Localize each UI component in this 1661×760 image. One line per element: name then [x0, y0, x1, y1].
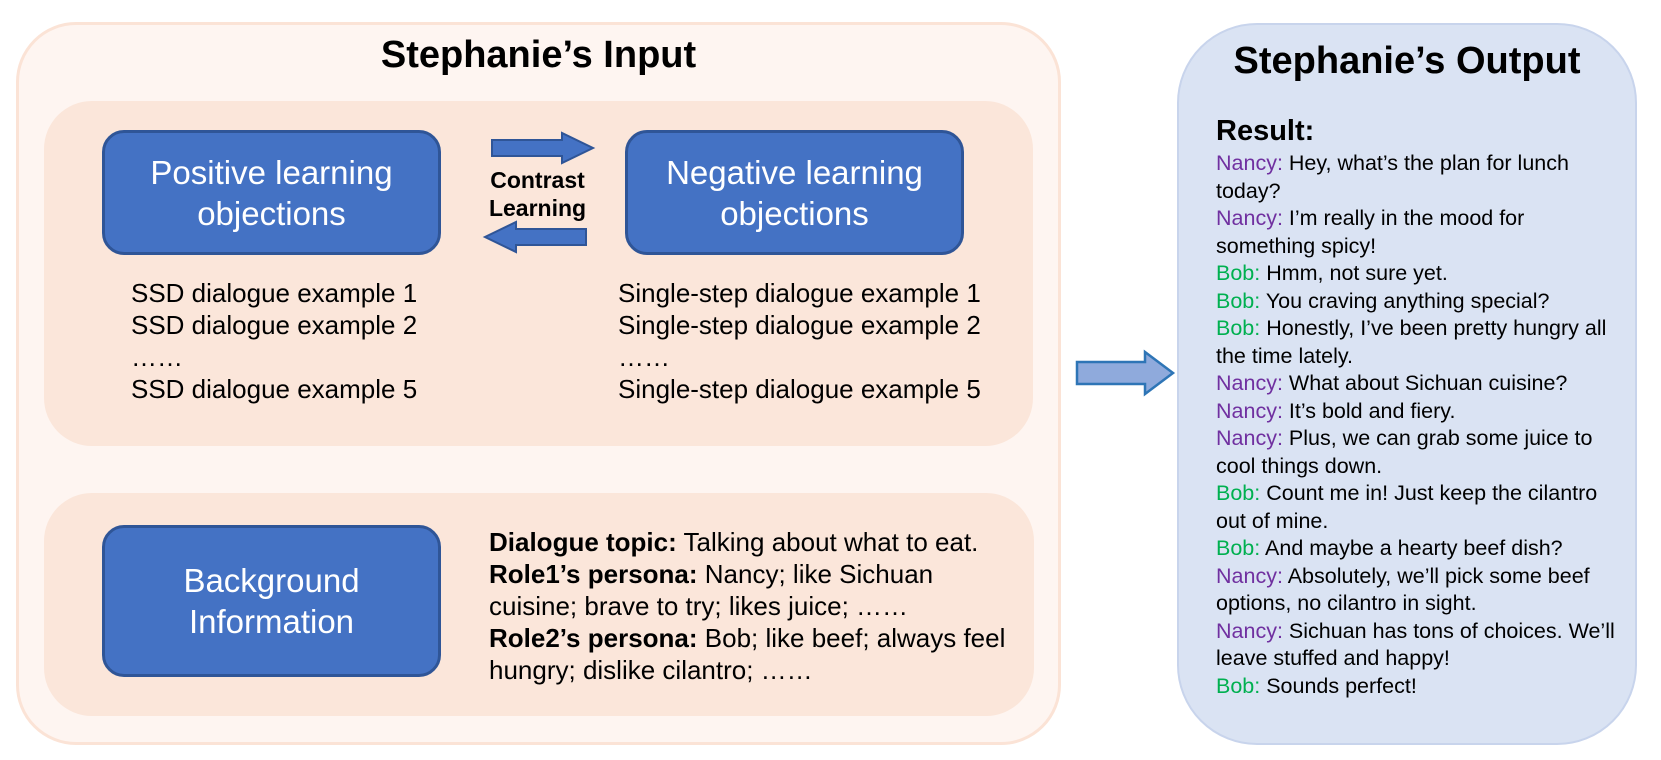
background-box-line1: Background [183, 562, 360, 599]
utterance-text: Sounds perfect! [1260, 673, 1417, 698]
right-arrow-icon [491, 131, 596, 165]
list-item: …… [131, 342, 183, 372]
speaker-label: Nancy: [1216, 151, 1283, 175]
role2-persona-label: Role2’s persona: [489, 623, 698, 653]
background-info-text: Dialogue topic: Talking about what to ea… [489, 526, 1009, 686]
speaker-label: Bob: [1216, 261, 1261, 285]
utterance-text: Hey, what’s the plan for lunch today? [1216, 151, 1569, 203]
role2-persona-value: Bob; like beef; always feel hungry; disl… [489, 623, 1006, 685]
speaker-label: Bob: [1216, 536, 1261, 560]
dialogue-topic-value: Talking about what to eat. [676, 527, 979, 557]
speaker-label: Bob: [1216, 288, 1261, 313]
speaker-label: Nancy: [1216, 398, 1283, 423]
result-label: Result: [1216, 115, 1315, 147]
utterance-text: Hmm, not sure yet. [1260, 261, 1448, 285]
list-item: SSD dialogue example 2 [131, 310, 418, 340]
speaker-label: Bob: [1216, 673, 1261, 698]
list-item: …… [618, 342, 670, 372]
positive-examples-list: SSD dialogue example 1 SSD dialogue exam… [131, 277, 417, 405]
negative-box-line1: Negative learning [666, 153, 923, 191]
list-item: SSD dialogue example 5 [131, 374, 418, 404]
generated-dialogue: Nancy: Hey, what’s the plan for lunch to… [1216, 150, 1616, 700]
dialogue-line: Bob: Sounds perfect! [1216, 673, 1616, 701]
positive-box-line2: objections [197, 194, 346, 232]
background-information-box: Background Information [102, 525, 441, 677]
dialogue-line: Bob: Hmm, not sure yet. [1216, 260, 1616, 288]
utterance-text: Count me in! Just keep the cilantro out … [1216, 481, 1598, 533]
utterance-text: And maybe a hearty beef dish? [1260, 536, 1563, 560]
contrast-label-line1: Contrast [490, 167, 585, 193]
dialogue-topic: Dialogue topic: Talking about what to ea… [489, 526, 1009, 558]
list-item: Single-step dialogue example 5 [618, 374, 981, 404]
dialogue-line: Bob: You craving anything special? [1216, 288, 1616, 316]
speaker-label: Nancy: [1216, 426, 1283, 450]
speaker-label: Bob: [1216, 316, 1261, 340]
dialogue-line: Nancy: Hey, what’s the plan for lunch to… [1216, 150, 1616, 205]
input-panel-title: Stephanie’s Input [380, 34, 697, 76]
role1-persona-value: Nancy; like Sichuan cuisine; brave to tr… [489, 559, 934, 621]
utterance-text: It’s bold and fiery. [1282, 398, 1456, 423]
output-panel [1177, 23, 1637, 745]
role1-persona-label: Role1’s persona: [489, 559, 698, 589]
contrast-learning-label: Contrast Learning [470, 166, 605, 222]
positive-learning-box: Positive learning objections [102, 130, 441, 255]
dialogue-line: Bob: Honestly, I’ve been pretty hungry a… [1216, 315, 1616, 370]
list-item: Single-step dialogue example 1 [618, 278, 981, 308]
speaker-label: Nancy: [1216, 206, 1283, 230]
speaker-label: Bob: [1216, 481, 1261, 505]
left-arrow-icon [482, 220, 587, 254]
contrast-label-line2: Learning [488, 195, 587, 221]
speaker-label: Nancy: [1216, 618, 1283, 643]
dialogue-line: Bob: And maybe a hearty beef dish? [1216, 535, 1616, 563]
speaker-label: Nancy: [1216, 563, 1283, 588]
dialogue-line: Nancy: It’s bold and fiery. [1216, 398, 1616, 426]
dialogue-line: Nancy: Absolutely, we’ll pick some beef … [1216, 563, 1616, 618]
utterance-text: I’m really in the mood for something spi… [1216, 206, 1525, 258]
utterance-text: Absolutely, we’ll pick some beef options… [1216, 563, 1590, 616]
dialogue-line: Nancy: I’m really in the mood for someth… [1216, 205, 1616, 260]
dialogue-line: Nancy: Plus, we can grab some juice to c… [1216, 425, 1616, 480]
utterance-text: What about Sichuan cuisine? [1282, 371, 1568, 395]
negative-box-line2: objections [720, 194, 869, 232]
utterance-text: You craving anything special? [1260, 288, 1550, 313]
negative-learning-box: Negative learning objections [625, 130, 964, 255]
dialogue-line: Nancy: What about Sichuan cuisine? [1216, 370, 1616, 398]
dialogue-line: Nancy: Sichuan has tons of choices. We’l… [1216, 618, 1616, 673]
utterance-text: Honestly, I’ve been pretty hungry all th… [1216, 316, 1607, 368]
negative-examples-list: Single-step dialogue example 1 Single-st… [618, 277, 981, 405]
dialogue-topic-label: Dialogue topic: [489, 527, 677, 557]
role1-persona: Role1’s persona: Nancy; like Sichuan cui… [489, 558, 1009, 622]
positive-box-line1: Positive learning [150, 153, 393, 191]
role2-persona: Role2’s persona: Bob; like beef; always … [489, 622, 1009, 686]
utterance-text: Sichuan has tons of choices. We’ll leave… [1216, 618, 1615, 671]
output-panel-title: Stephanie’s Output [1233, 40, 1581, 82]
list-item: SSD dialogue example 1 [131, 278, 418, 308]
speaker-label: Nancy: [1216, 371, 1283, 395]
background-box-line2: Information [188, 603, 355, 640]
flow-arrow-icon [1075, 349, 1176, 397]
list-item: Single-step dialogue example 2 [618, 310, 981, 340]
utterance-text: Plus, we can grab some juice to cool thi… [1216, 426, 1593, 478]
dialogue-line: Bob: Count me in! Just keep the cilantro… [1216, 480, 1616, 535]
